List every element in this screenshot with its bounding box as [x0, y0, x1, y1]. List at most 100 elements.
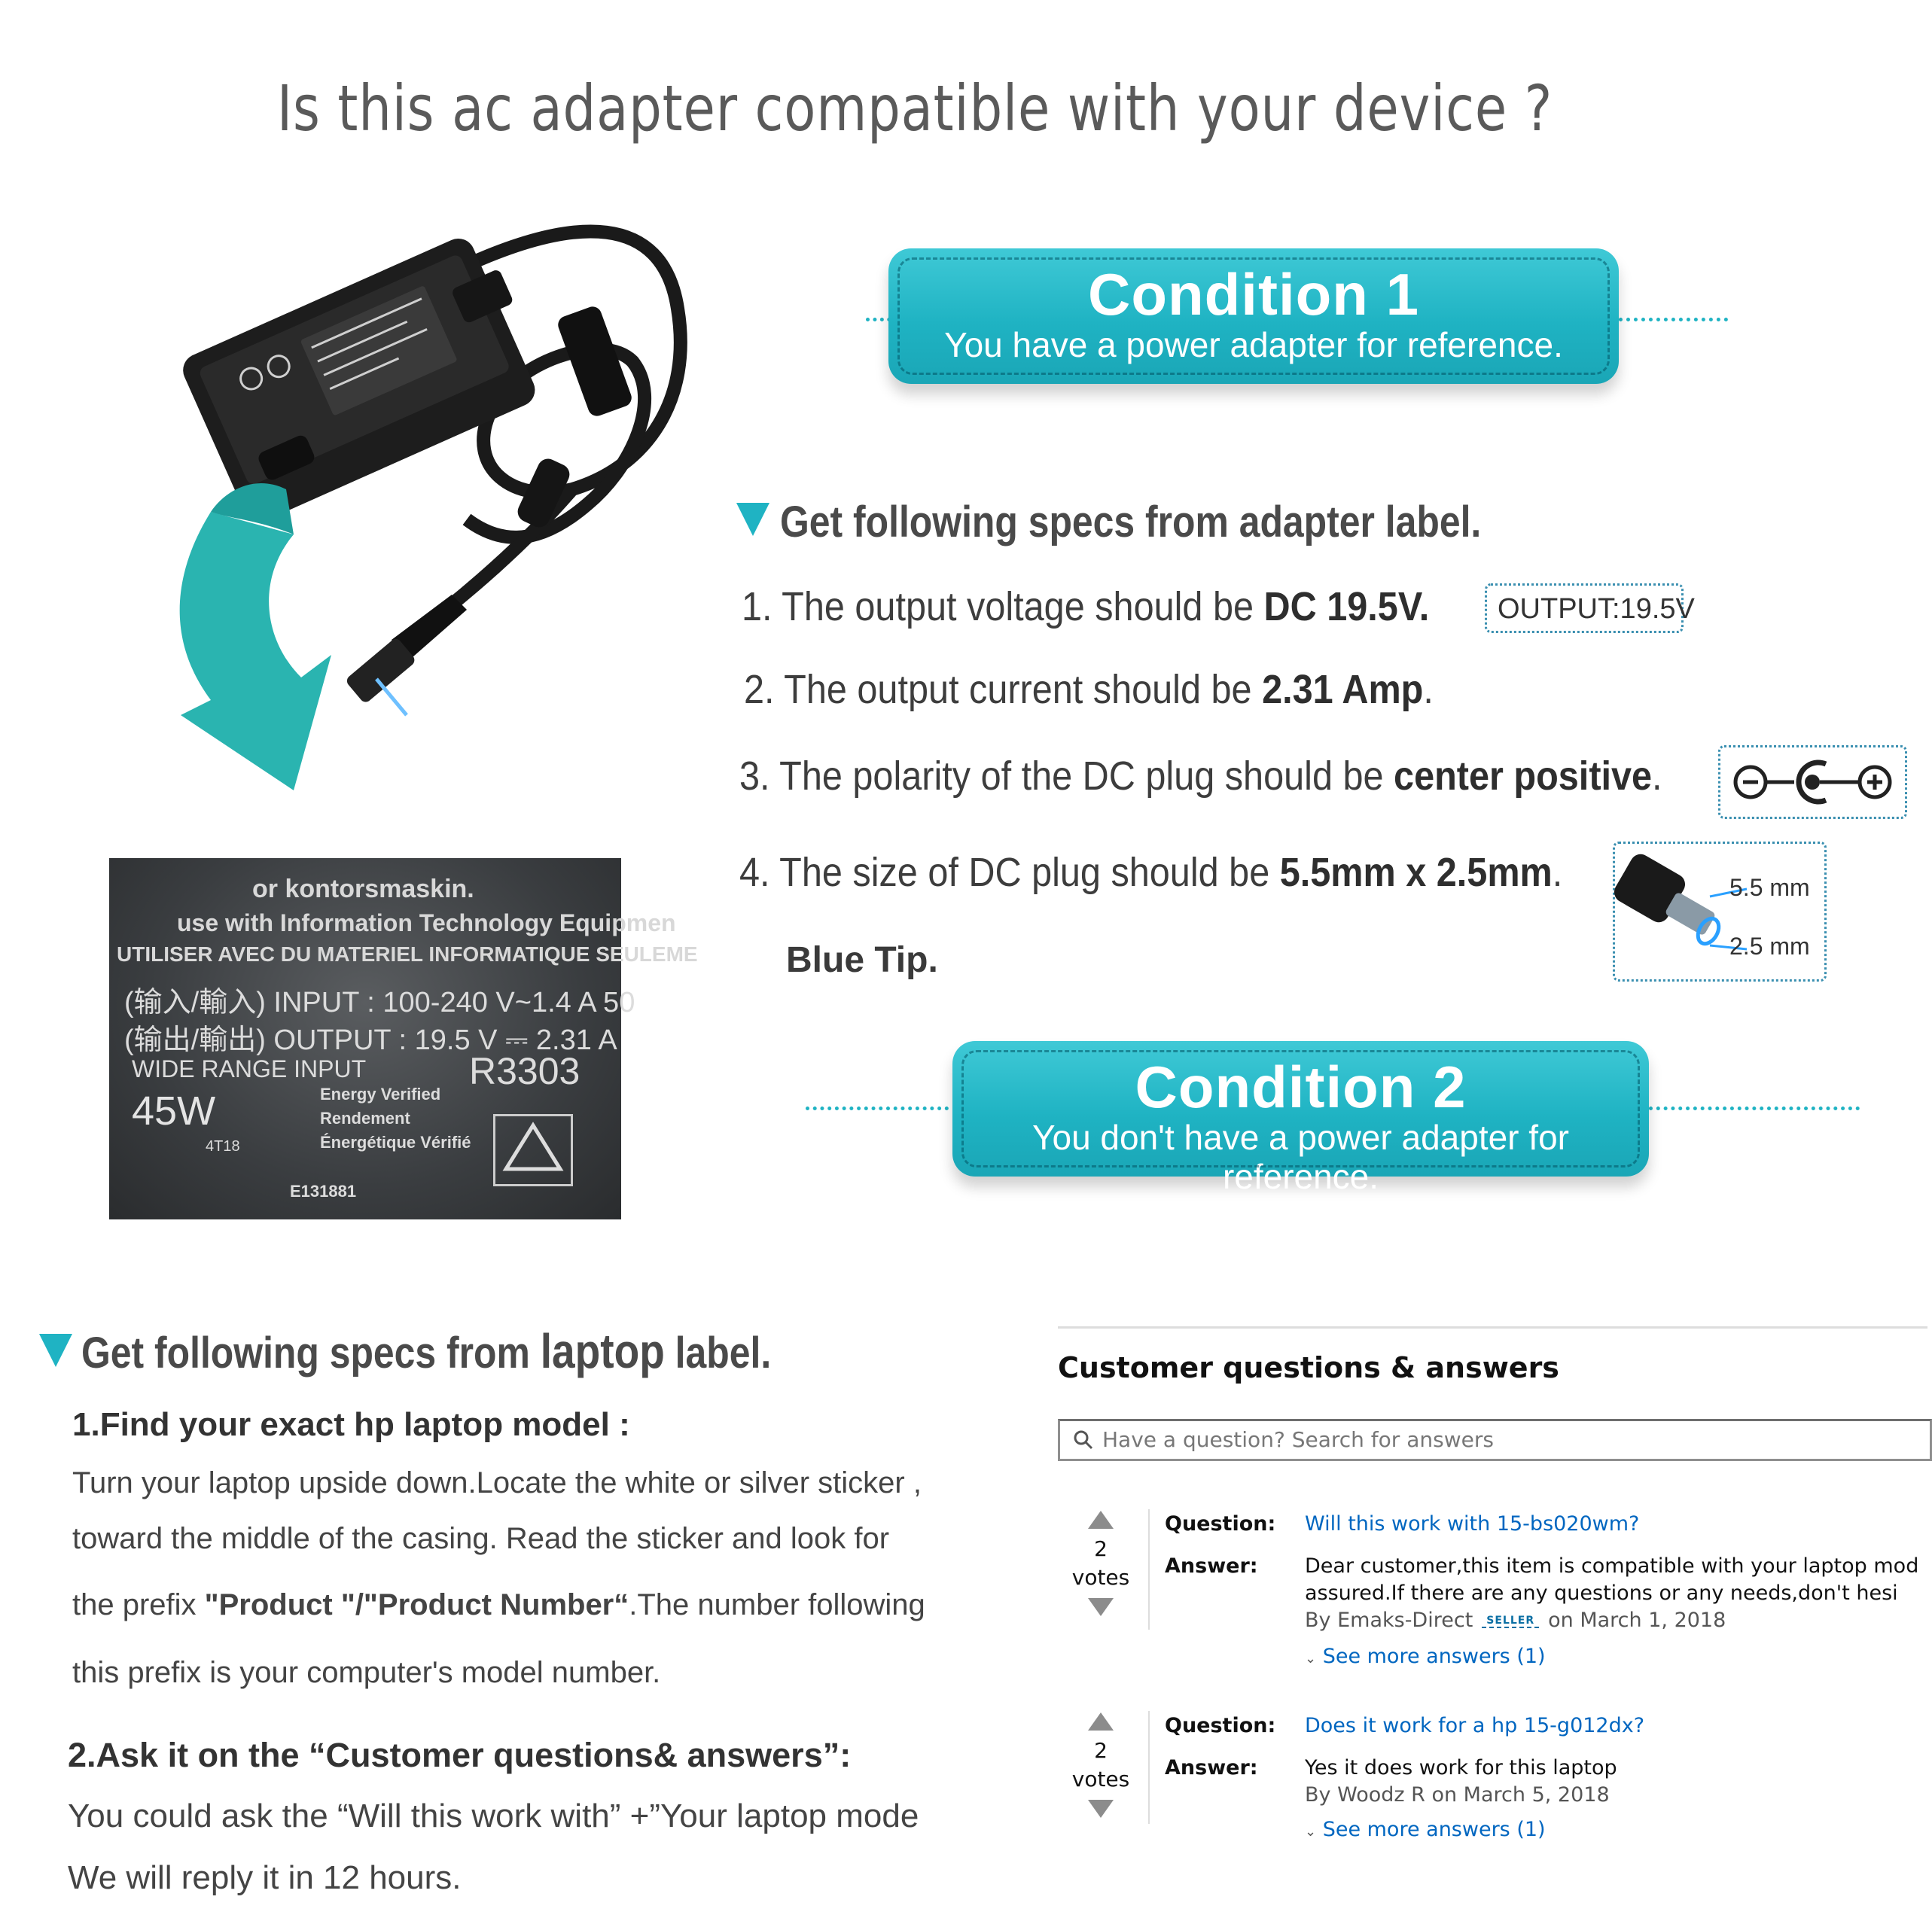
laptop-heading-a: Get following specs from: [81, 1329, 541, 1378]
label-energy-3: Énergétique Vérifié: [320, 1133, 471, 1152]
chevron-down-icon: ⌄: [1305, 1824, 1317, 1840]
power-adapter-image: [179, 224, 687, 790]
vote-label: votes: [1071, 1767, 1130, 1792]
vote-count: 2: [1094, 1738, 1108, 1763]
qa-search-input[interactable]: Have a question? Search for answers: [1058, 1419, 1932, 1461]
step2-line2: We will reply it in 12 hours.: [68, 1859, 462, 1896]
step1-title: 1.Find your exact hp laptop model :: [72, 1406, 630, 1443]
step2-title: 2.Ask it on the “Customer questions& ans…: [68, 1736, 852, 1774]
blue-tip-label: Blue Tip.: [786, 940, 938, 980]
answer-label: Answer:: [1165, 1756, 1258, 1779]
answer-text-line2: assured.If there are any questions or an…: [1305, 1581, 1898, 1605]
spec-current: 2. The output current should be 2.31 Amp…: [744, 666, 1434, 713]
arrow-down-icon: [1088, 1598, 1114, 1616]
label-wattage: 45W: [132, 1088, 216, 1134]
label-line-3: UTILISER AVEC DU MATERIEL INFORMATIQUE S…: [117, 942, 698, 966]
condition1-right-dots: [1619, 318, 1728, 321]
spec-plug-size: 4. The size of DC plug should be 5.5mm x…: [739, 849, 1562, 896]
condition2-right-dots: [1649, 1107, 1860, 1110]
triangle-bullet-icon: [39, 1334, 72, 1367]
arrow-up-icon: [1088, 1712, 1114, 1731]
see-more-label: See more answers (1): [1322, 1818, 1546, 1841]
customer-qa-panel: Customer questions & answers Have a ques…: [1058, 1326, 1932, 1855]
label-wide-range: WIDE RANGE INPUT: [132, 1055, 367, 1082]
dc-plug-icon: [1614, 854, 1748, 951]
downvote-button[interactable]: [1088, 1598, 1114, 1616]
arrow-up-icon: [1088, 1511, 1114, 1529]
spec-current-value: 2.31 Amp: [1262, 667, 1424, 712]
see-more-answers-link[interactable]: ⌄ See more answers (1): [1305, 1818, 1546, 1841]
spec-current-end: .: [1423, 667, 1434, 712]
spec-polarity-end: .: [1652, 753, 1662, 799]
page-title: Is this ac adapter compatible with your …: [276, 72, 1553, 145]
downvote-button[interactable]: [1088, 1800, 1114, 1818]
vote-divider: [1148, 1509, 1150, 1630]
spec-voltage: 1. The output voltage should be DC 19.5V…: [742, 583, 1429, 630]
vote-divider: [1148, 1711, 1150, 1824]
laptop-heading-c: label.: [664, 1329, 772, 1378]
step1-line3-b: "Product "/"Product Number“: [204, 1588, 629, 1621]
condition1-banner: Condition 1 You have a power adapter for…: [888, 248, 1619, 384]
answer-byline: By Woodz R on March 5, 2018: [1305, 1783, 1610, 1807]
label-energy: Energy Verified Rendement Énergétique Vé…: [320, 1082, 471, 1155]
adapter-label-photo: or kontorsmaskin. use with Information T…: [109, 858, 698, 1219]
adapter-specs-heading: Get following specs from adapter label.: [780, 498, 1482, 546]
label-energy-1: Energy Verified: [320, 1085, 441, 1104]
plug-size-diagram: 5.5 mm 2.5 mm: [1613, 842, 1827, 982]
center-positive-icon: [1733, 760, 1892, 805]
condition2-banner: Condition 2 You don't have a power adapt…: [952, 1041, 1649, 1196]
see-more-answers-link[interactable]: ⌄ See more answers (1): [1305, 1645, 1546, 1668]
label-energy-2: Rendement: [320, 1109, 410, 1128]
laptop-specs-heading: Get following specs from laptop label.: [81, 1323, 771, 1379]
arrow-down-icon: [1088, 1800, 1114, 1818]
step1-line3: the prefix "Product "/"Product Number“.T…: [72, 1588, 925, 1622]
spec-voltage-unit: V.: [1397, 584, 1430, 629]
condition2-title: Condition 2: [1135, 1054, 1467, 1120]
answer-text-line1: Dear customer,this item is compatible wi…: [1305, 1554, 1919, 1578]
plug-inner-diameter: 2.5 mm: [1729, 933, 1810, 960]
spec-plug-value: 5.5mm x 2.5mm: [1279, 850, 1553, 895]
chevron-down-icon: ⌄: [1305, 1651, 1317, 1667]
spec-current-text: 2. The output current should be: [744, 667, 1263, 712]
condition1-title: Condition 1: [1088, 261, 1419, 327]
spec-plug-end: .: [1552, 850, 1563, 895]
answer-author: By Emaks-Direct: [1305, 1609, 1473, 1632]
label-line-1: or kontorsmaskin.: [252, 875, 474, 903]
question-link[interactable]: Will this work with 15-bs020wm?: [1305, 1512, 1640, 1536]
see-more-label: See more answers (1): [1322, 1645, 1546, 1668]
upvote-button[interactable]: [1088, 1712, 1114, 1731]
label-input: (输入/輸入) INPUT : 100-240 V~1.4 A 50: [124, 987, 635, 1018]
upvote-button[interactable]: [1088, 1511, 1114, 1529]
question-label: Question:: [1165, 1714, 1276, 1737]
spec-voltage-dc: DC: [1263, 584, 1317, 629]
triangle-bullet-icon: [736, 503, 769, 536]
qa-search-placeholder: Have a question? Search for answers: [1102, 1427, 1494, 1452]
answer-text-line1: Yes it does work for this laptop: [1305, 1756, 1617, 1779]
spec-polarity-value: center positive: [1394, 753, 1653, 799]
answer-label: Answer:: [1165, 1554, 1258, 1578]
label-r-code: R3303: [469, 1050, 581, 1092]
spec-voltage-text: 1. The output voltage should be: [742, 584, 1264, 629]
label-e-code: E131881: [290, 1182, 357, 1201]
condition2-left-dots: [806, 1107, 949, 1110]
step1-line4: this prefix is your computer's model num…: [72, 1656, 661, 1689]
condition2-subtitle: You don't have a power adapter for refer…: [1032, 1118, 1569, 1196]
label-line-2: use with Information Technology Equipmen: [177, 909, 676, 936]
output-label-badge: OUTPUT:19.5V: [1485, 583, 1695, 633]
laptop-heading-b: laptop: [540, 1324, 665, 1378]
vote-label: votes: [1071, 1565, 1130, 1590]
spec-polarity: 3. The polarity of the DC plug should be…: [739, 753, 1662, 799]
question-link[interactable]: Does it work for a hp 15-g012dx?: [1305, 1714, 1645, 1737]
step1-line1: Turn your laptop upside down.Locate the …: [72, 1466, 922, 1499]
spec-voltage-value: 19.5: [1327, 584, 1398, 629]
polarity-symbol-box: [1718, 745, 1907, 819]
step1-line2: toward the middle of the casing. Read th…: [72, 1522, 890, 1555]
warning-triangle-icon: [493, 1114, 573, 1186]
plug-outer-diameter: 5.5 mm: [1729, 874, 1810, 901]
step1-line3-a: the prefix: [72, 1588, 205, 1621]
output-badge-text: OUTPUT:19.5V: [1498, 593, 1695, 625]
spec-polarity-text: 3. The polarity of the DC plug should be: [739, 753, 1394, 799]
vote-count: 2: [1094, 1536, 1108, 1561]
search-icon: [1074, 1430, 1093, 1450]
